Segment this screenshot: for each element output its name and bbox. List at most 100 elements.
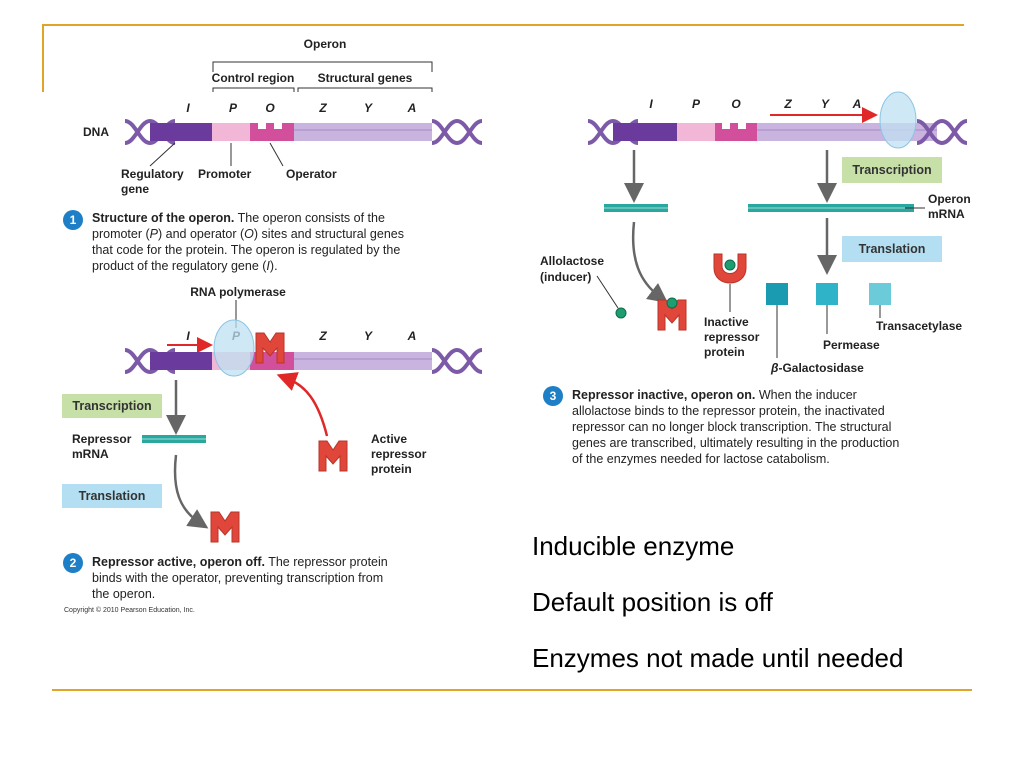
caption-3-line-1: Repressor inactive, operon on. When the … <box>572 388 857 402</box>
beta-galactosidase-label: β-Galactosidase <box>770 361 864 375</box>
active-repressor-label-1: Active <box>371 432 407 446</box>
copyright-notice: Copyright © 2010 Pearson Education, Inc. <box>64 606 195 614</box>
gene-label-o: O <box>731 97 741 111</box>
dna-strand-2 <box>124 347 483 375</box>
transcription-box <box>842 157 942 183</box>
new-repressor-protein <box>210 511 240 543</box>
gene-label-z: Z <box>318 329 327 343</box>
bullet-list: Inducible enzyme Default position is off… <box>532 528 903 696</box>
operon-label: Operon <box>304 37 347 51</box>
step-3-circle <box>543 386 563 406</box>
caption-1-line-3: that code for the protein. The operon is… <box>92 243 400 257</box>
operator-notch <box>722 119 730 129</box>
panel-operon-structure: Operon Control region Structural genes I… <box>63 37 483 273</box>
repressor-mrna-label-1: Repressor <box>72 432 132 446</box>
gene-label-i: I <box>186 329 190 343</box>
gene-label-z: Z <box>783 97 792 111</box>
operator-label: Operator <box>286 167 337 181</box>
operator-notch <box>274 119 282 129</box>
allolactose-label-2: (inducer) <box>540 270 591 284</box>
gene-label-z: Z <box>318 101 327 115</box>
structural-genes-bracket <box>297 87 433 92</box>
repressor-with-inducer <box>657 299 687 331</box>
gene-label-y: Y <box>821 97 830 111</box>
inactive-repressor-label-3: protein <box>704 345 745 359</box>
rna-polymerase-label: RNA polymerase <box>190 285 286 299</box>
caption-1-line-4: product of the regulatory gene (I). <box>92 259 278 273</box>
translation-label: Translation <box>859 242 926 256</box>
caption-2-line-2: binds with the operator, preventing tran… <box>92 571 383 585</box>
control-region-label: Control region <box>212 71 295 85</box>
bottom-accent-line <box>52 689 972 691</box>
beta-galactosidase-enzyme <box>766 283 788 305</box>
caption-3-line-4: genes are transcribed, ultimately result… <box>572 436 899 450</box>
operon-bracket <box>212 61 433 72</box>
transacetylase-label: Transacetylase <box>876 319 962 333</box>
caption-2-line-3: the operon. <box>92 587 155 601</box>
operator-notch <box>738 119 746 129</box>
bound-allolactose <box>666 297 678 309</box>
transacetylase-enzyme <box>869 283 891 305</box>
transcription-label: Transcription <box>852 163 931 177</box>
dna-label: DNA <box>83 125 109 139</box>
gene-label-p: P <box>229 101 238 115</box>
caption-3-line-5: of the enzymes needed for lactose catabo… <box>572 452 830 466</box>
dna-strand-1 <box>124 118 483 146</box>
active-repressor-label-2: repressor <box>371 447 427 461</box>
promoter-label: Promoter <box>198 167 252 181</box>
left-accent-line <box>42 24 44 92</box>
transcription-label: Transcription <box>72 399 151 413</box>
translation-box <box>62 484 162 508</box>
translation-arrow <box>173 454 209 529</box>
step-2-number: 2 <box>70 556 77 570</box>
caption-3-line-2: allolactose binds to the repressor prote… <box>572 404 885 418</box>
operator-notch <box>258 119 266 129</box>
gene-label-a: A <box>407 329 417 343</box>
step-1-circle <box>63 210 83 230</box>
gene-label-p: P <box>692 97 701 111</box>
structural-genes-label: Structural genes <box>318 71 413 85</box>
repressor-mrna-label-2: mRNA <box>72 447 109 461</box>
regulatory-gene-label-2: gene <box>121 182 149 196</box>
caption-2-line-1: Repressor active, operon off. The repres… <box>92 555 388 569</box>
bound-repressor-protein <box>255 332 285 364</box>
bullet-item-not-made-until-needed: Enzymes not made until needed <box>532 643 904 673</box>
inactive-repressor-protein <box>713 253 747 284</box>
repressor-binding-arrow <box>276 372 329 437</box>
regulatory-gene-label: Regulatory <box>121 167 184 181</box>
gene-label-i: I <box>649 97 653 111</box>
permease-label: Permease <box>823 338 880 352</box>
caption-1-line-2: promoter (P) and operator (O) sites and … <box>92 227 404 241</box>
top-accent-line <box>42 24 964 26</box>
panel-repressor-inactive: I P O Z Y A <box>540 91 971 466</box>
active-repressor-label-3: protein <box>371 462 412 476</box>
allolactose-label-1: Allolactose <box>540 254 604 268</box>
gene-label-y: Y <box>364 329 373 343</box>
step-3-number: 3 <box>550 389 557 403</box>
caption-1-line-1: Structure of the operon. The operon cons… <box>92 211 385 225</box>
gene-label-o: O <box>265 101 275 115</box>
active-repressor-protein <box>318 440 348 472</box>
control-region-bracket <box>212 87 295 92</box>
repressor-bound-inducer <box>724 259 736 271</box>
gene-label-a: A <box>407 101 417 115</box>
translation-label: Translation <box>79 489 146 503</box>
inactive-repressor-label-2: repressor <box>704 330 760 344</box>
transcription-box <box>62 394 162 418</box>
step-2-circle <box>63 553 83 573</box>
bullet-item-inducible-enzyme: Inducible enzyme <box>532 531 735 561</box>
caption-3-line-3: repressor can no longer block transcript… <box>572 420 891 434</box>
inactive-repressor-label-1: Inactive <box>704 315 749 329</box>
panel-repressor-active: RNA polymerase I P Z Y A Active re <box>62 285 483 614</box>
allolactose-molecule <box>615 307 627 319</box>
rna-polymerase-blob <box>879 91 917 149</box>
regulatory-translation-arrow <box>631 221 668 304</box>
step-1-number: 1 <box>70 213 77 227</box>
translation-box <box>842 236 942 262</box>
gene-label-y: Y <box>364 101 373 115</box>
bullet-item-default-off: Default position is off <box>532 587 773 617</box>
gene-label-i: I <box>186 101 190 115</box>
operon-mrna-label-1: Operon <box>928 192 971 206</box>
